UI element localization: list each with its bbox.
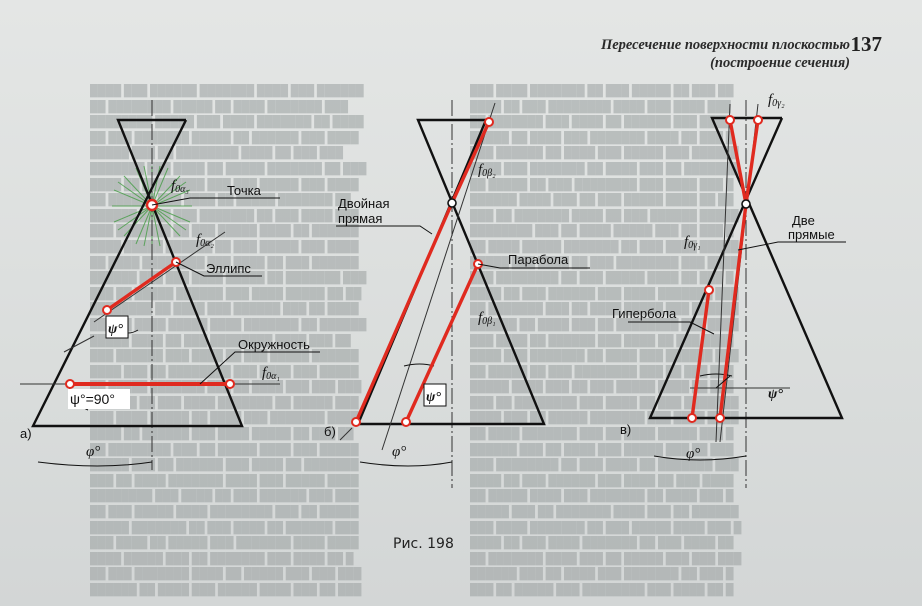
b-top-end xyxy=(484,117,494,127)
plane-gamma2-label: f0γ₂ xyxy=(768,92,785,109)
panel-a-letter: а) xyxy=(20,426,32,441)
psi-box-b xyxy=(423,383,447,407)
b-apex xyxy=(447,198,457,208)
c-bottom-right xyxy=(715,413,725,423)
label-two-lines-1: Две xyxy=(792,213,815,228)
panel-c: Две прямые Гипербола f0γ₂ f0γ₁ ψ° φ° в) xyxy=(612,92,846,488)
panel-b-letter: б) xyxy=(324,424,336,439)
label-point: Точка xyxy=(227,183,262,198)
panel-a-sections xyxy=(65,198,235,389)
panel-b-cone xyxy=(356,118,546,426)
double-line-section xyxy=(450,121,491,204)
label-double-line-2: прямая xyxy=(338,211,382,226)
panel-b-leaders xyxy=(336,225,590,269)
two-lines-section-left xyxy=(728,119,748,205)
c-top-left xyxy=(725,115,735,125)
running-header: Пересечение поверхности плоскостью (пост… xyxy=(601,36,850,72)
hyperbola-section xyxy=(690,289,711,419)
angle-phi-b: φ° xyxy=(392,444,406,460)
label-parabola: Парабола xyxy=(508,252,569,267)
panel-a-leaders xyxy=(151,197,320,385)
angle-psi-c: ψ° xyxy=(768,387,783,402)
circle-end-left xyxy=(65,379,75,389)
panel-b-sections xyxy=(351,117,494,427)
panel-c-angle-arcs xyxy=(653,373,747,461)
header-title: Пересечение поверхности плоскостью xyxy=(600,37,850,53)
plane-beta1-label: f0β₁ xyxy=(478,310,496,327)
angle-phi-a: φ° xyxy=(86,444,100,460)
c-apex xyxy=(741,199,751,209)
bleed-through-left: ████ ███ ██████ ███████ ████ ███ ██████ … xyxy=(90,85,367,596)
ellipse-section xyxy=(106,260,177,312)
plane-gamma1-label: f0γ₁ xyxy=(684,234,701,251)
bleed-through-text: ████ ███ ██████ ███████ ████ ███ ██████ … xyxy=(90,84,850,604)
b-bottom-right xyxy=(401,417,411,427)
label-circle: Окружность xyxy=(238,337,310,352)
panel-c-leaders xyxy=(628,241,846,389)
c-bottom-left xyxy=(687,413,697,423)
plane-alpha3-label: f0α₃ xyxy=(171,178,189,195)
c-hyperbola-top xyxy=(704,285,714,295)
panel-a-traces xyxy=(20,231,280,385)
plane-beta2-label: f0β₂ xyxy=(478,162,496,179)
label-hyperbola: Гипербола xyxy=(612,306,677,321)
panel-a: Точка Эллипс Окружность f0α₃ f0α₂ f0α₁ ψ… xyxy=(20,100,320,470)
panel-c-sections xyxy=(687,115,763,423)
psi90-box xyxy=(68,389,130,409)
b-bottom-left xyxy=(351,417,361,427)
angle-psi-a: ψ° xyxy=(108,322,123,337)
header-subtitle: (построение сечения) xyxy=(710,55,850,71)
angle-psi-90: ψ°=90° xyxy=(70,391,115,407)
plane-alpha2-label: f0α₂ xyxy=(196,232,214,249)
ellipse-end-left xyxy=(102,305,112,315)
panel-c-letter: в) xyxy=(620,422,631,437)
label-ellipse: Эллипс xyxy=(206,261,251,276)
label-double-line-1: Двойная xyxy=(338,196,390,211)
panel-c-cone xyxy=(648,116,844,420)
circle-end-right xyxy=(225,379,235,389)
panel-a-cone xyxy=(31,118,244,428)
page-number: 137 xyxy=(850,32,883,56)
plane-alpha1-label: f0α₁ xyxy=(262,365,280,382)
parabola-section xyxy=(404,263,480,423)
c-top-right xyxy=(753,115,763,125)
label-two-lines-2: прямые xyxy=(788,227,835,242)
double-line-generatrix xyxy=(354,202,454,423)
two-lines-section-right xyxy=(744,119,760,205)
figure-caption: Рис. 198 xyxy=(393,536,454,552)
panel-b-traces xyxy=(339,102,496,451)
bleed-through-right: ███ ████ ███████ ██ ███ █████ ██ ███ ██ … xyxy=(470,85,742,596)
angle-psi-b: ψ° xyxy=(426,390,441,405)
psi-box-a xyxy=(105,315,129,339)
angle-phi-c: φ° xyxy=(686,446,700,462)
two-lines-generatrix xyxy=(718,203,748,419)
panel-b: Двойная прямая Парабола f0β₂ f0β₁ ψ° φ° … xyxy=(324,100,590,488)
